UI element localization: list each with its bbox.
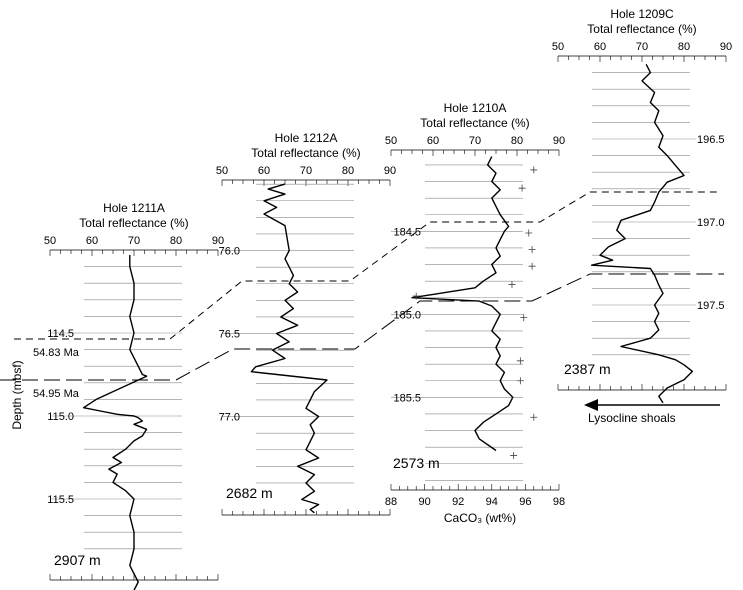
x2-tick-label: 98 (553, 496, 565, 508)
correlation-line-lower (0, 273, 724, 381)
x2-tick-label: 94 (486, 496, 498, 508)
caco3-point (516, 357, 524, 365)
caco3-point (528, 246, 536, 254)
water-depth-label: 2682 m (226, 485, 273, 501)
hole-title: Hole 1211A (103, 201, 165, 215)
reflectance-line (590, 63, 694, 404)
x2-axis-title: CaCO₃ (wt%) (444, 511, 516, 525)
depth-tick-label: 114.5 (47, 328, 74, 340)
age-label: 54.95 Ma (33, 388, 80, 400)
hole-title: Hole 1209C (610, 7, 674, 21)
caco3-point (530, 413, 538, 421)
x-tick-label: 70 (469, 135, 481, 147)
reflectance-line (82, 255, 148, 590)
correlation-line-upper (14, 191, 718, 340)
x-axis-title: Total reflectance (%) (587, 22, 696, 36)
x-tick-label: 70 (300, 165, 312, 177)
caco3-point (530, 166, 538, 174)
x-tick-label: 90 (720, 41, 732, 53)
lysocline-arrow-group: Lysocline shoals (584, 399, 720, 425)
lysocline-arrowhead (584, 399, 598, 411)
x2-tick-label: 96 (519, 496, 531, 508)
x-tick-label: 50 (552, 41, 564, 53)
caco3-point (518, 184, 526, 192)
correlation-lines (0, 191, 724, 381)
x-axis-title: Total reflectance (%) (251, 146, 360, 160)
caco3-point (508, 280, 516, 288)
depth-tick-label: 184.5 (393, 226, 421, 238)
depth-tick-label: 197.0 (697, 217, 725, 229)
caco3-point (528, 262, 536, 270)
x-tick-label: 70 (128, 235, 140, 247)
x-tick-label: 50 (385, 135, 397, 147)
caco3-point (525, 229, 533, 237)
x2-tick-label: 88 (385, 496, 397, 508)
hole-title: Hole 1210A (444, 101, 507, 115)
depth-tick-label: 196.5 (697, 134, 725, 146)
depth-tick-label: 76.0 (219, 246, 240, 258)
x-axis-title: Total reflectance (%) (79, 216, 188, 230)
age-label: 54.83 Ma (33, 347, 80, 359)
caco3-point (520, 314, 528, 322)
x-tick-label: 80 (511, 135, 523, 147)
x2-tick-label: 90 (418, 496, 430, 508)
depth-tick-label: 77.0 (219, 412, 240, 424)
depth-axis-label: Depth (mbsf) (10, 360, 24, 429)
caco3-point (412, 292, 420, 300)
depth-tick-label: 76.5 (219, 329, 240, 341)
x-tick-label: 90 (212, 235, 224, 247)
x-tick-label: 80 (342, 165, 354, 177)
depth-tick-label: 115.5 (47, 494, 74, 506)
depth-tick-label: 185.5 (393, 392, 421, 404)
x-tick-label: 80 (678, 41, 690, 53)
caco3-point (510, 451, 518, 459)
x-tick-label: 60 (427, 135, 439, 147)
x-axis-title: Total reflectance (%) (420, 116, 529, 130)
depth-tick-label: 185.0 (393, 309, 421, 321)
x-tick-label: 60 (86, 235, 98, 247)
x-tick-label: 70 (636, 41, 648, 53)
x-tick-label: 50 (44, 235, 56, 247)
reflectance-line (250, 183, 328, 514)
depth-tick-label: 115.0 (47, 411, 74, 423)
x-tick-label: 90 (384, 165, 396, 177)
reflectance-line (411, 156, 514, 452)
depth-tick-label: 197.5 (697, 300, 725, 312)
hole-title: Hole 1212A (275, 131, 338, 145)
water-depth-label: 2387 m (564, 361, 611, 377)
x-tick-label: 60 (258, 165, 270, 177)
lysocline-label: Lysocline shoals (588, 411, 676, 425)
x-tick-label: 50 (216, 165, 228, 177)
water-depth-label: 2573 m (393, 455, 440, 471)
x-tick-label: 60 (594, 41, 606, 53)
water-depth-label: 2907 m (54, 552, 101, 568)
x2-tick-label: 92 (452, 496, 464, 508)
caco3-point (516, 377, 524, 385)
x-tick-label: 90 (553, 135, 565, 147)
x-tick-label: 80 (170, 235, 182, 247)
